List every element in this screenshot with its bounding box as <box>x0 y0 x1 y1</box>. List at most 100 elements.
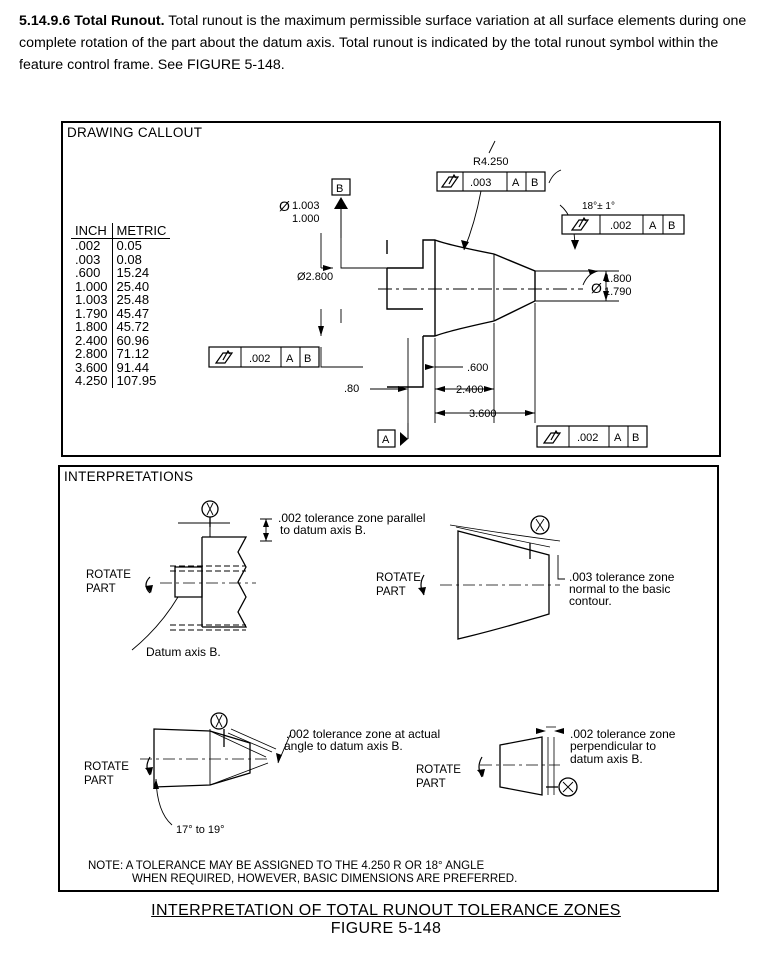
svg-text:PART: PART <box>376 586 406 598</box>
metric-value: 91.44 <box>116 359 150 375</box>
svg-text:PART: PART <box>84 775 114 787</box>
inch-value: 1.003 <box>71 293 113 307</box>
svg-text:A: A <box>286 353 294 365</box>
interp-title: INTERPRETATIONS <box>64 469 194 484</box>
svg-text:PART: PART <box>416 778 446 790</box>
angle-label: 18°± 1° <box>582 201 615 212</box>
svg-text:ROTATE: ROTATE <box>416 764 461 776</box>
note-line2: WHEN REQUIRED, HOWEVER, BASIC DIMENSIONS… <box>132 873 517 885</box>
inch-header: INCH <box>71 223 113 239</box>
total-runout-icon <box>440 173 460 188</box>
svg-text:ROTATE: ROTATE <box>376 572 421 584</box>
svg-text:B: B <box>668 220 675 232</box>
svg-text:A: A <box>614 432 622 444</box>
interp-drawing: ROTATE PART .002 tolerance zone parallel… <box>84 500 676 885</box>
svg-text:.002: .002 <box>610 220 631 232</box>
inch-value: 4.250 <box>71 374 113 388</box>
svg-text:Ø: Ø <box>279 198 290 214</box>
svg-text:PART: PART <box>86 583 116 595</box>
inch-value: .003 <box>71 252 113 266</box>
svg-text:.002: .002 <box>577 432 598 444</box>
metric-value: 25.48 <box>116 292 150 307</box>
inch-value: 1.790 <box>71 306 113 320</box>
dia-right-lower: 1.790 <box>604 286 632 298</box>
note1-line1: .002 tolerance zone parallel <box>278 511 425 525</box>
inch-value: 1.000 <box>71 279 113 293</box>
svg-text:.003: .003 <box>470 177 491 189</box>
intro-paragraph: 5.14.9.6 Total Runout. Total runout is t… <box>19 10 759 76</box>
metric-value: 45.72 <box>116 319 150 334</box>
svg-text:.002: .002 <box>249 353 270 365</box>
dia-small-upper: 1.003 <box>292 200 320 212</box>
note3-line2: angle to datum axis B. <box>284 739 403 753</box>
svg-text:B: B <box>304 353 311 365</box>
total-runout-icon <box>570 216 590 231</box>
datum-b-label: B <box>336 183 343 195</box>
dia-mid: Ø2.800 <box>297 271 333 283</box>
note2-line3: contour. <box>569 594 612 608</box>
note1-line2: to datum axis B. <box>280 523 366 537</box>
inch-value: 3.600 <box>71 360 113 374</box>
metric-header: METRIC <box>112 223 171 239</box>
note2-line2: normal to the basic <box>569 582 670 596</box>
note4-line1: .002 tolerance zone <box>570 727 676 741</box>
dia-small-lower: 1.000 <box>292 213 320 225</box>
svg-text:Ø: Ø <box>591 280 602 296</box>
callout-drawing: R4.250 Ø 1.003 1.000 Ø2.800 Ø 1.800 1.79… <box>208 140 685 448</box>
metric-value: 0.08 <box>116 251 142 267</box>
metric-value: 45.47 <box>116 305 150 321</box>
fcf-top: .003 A B <box>436 171 546 192</box>
metric-value: 60.96 <box>116 332 150 348</box>
inch-value: 2.800 <box>71 347 113 361</box>
inch-value: .002 <box>71 238 113 253</box>
fcf-left: .002 A B <box>208 346 320 368</box>
callout-title: DRAWING CALLOUT <box>67 125 203 140</box>
fcf-bottom: .002 A B <box>536 425 648 448</box>
angle-range: 17° to 19° <box>176 824 225 836</box>
note-line1: NOTE: A TOLERANCE MAY BE ASSIGNED TO THE… <box>88 860 485 872</box>
svg-text:B: B <box>632 432 639 444</box>
datum-a-triangle <box>400 432 408 446</box>
inch-value: 2.400 <box>71 333 113 347</box>
section-heading: 5.14.9.6 Total Runout. <box>19 13 165 29</box>
dim-080: .80 <box>344 383 359 395</box>
radius-label: R4.250 <box>473 156 508 168</box>
metric-value: 25.40 <box>116 278 150 294</box>
svg-text:A: A <box>649 220 657 232</box>
svg-text:ROTATE: ROTATE <box>84 761 129 773</box>
metric-value: 0.05 <box>116 238 142 253</box>
inch-value: .600 <box>71 266 113 280</box>
cone-outline <box>493 253 536 322</box>
dim-600: .600 <box>467 362 488 374</box>
total-runout-icon <box>214 349 234 364</box>
part-upper-outline <box>387 239 495 269</box>
svg-text:ROTATE: ROTATE <box>86 569 131 581</box>
datum-axis-label: Datum axis B. <box>146 645 221 659</box>
dim-3600: 3.600 <box>469 408 497 420</box>
figure-caption-title: INTERPRETATION OF TOTAL RUNOUT TOLERANCE… <box>151 902 621 919</box>
note2-line1: .003 tolerance zone <box>569 570 675 584</box>
datum-a-label: A <box>382 434 390 446</box>
note3-line1: .002 tolerance zone at actual <box>286 727 440 741</box>
total-runout-icon <box>542 429 562 444</box>
metric-value: 15.24 <box>116 265 150 280</box>
svg-text:B: B <box>531 177 538 189</box>
part-lower-outline <box>423 320 495 337</box>
note4-line3: datum axis B. <box>570 752 643 766</box>
section-body: Total runout is the maximum permissible … <box>19 13 747 73</box>
svg-text:A: A <box>512 177 520 189</box>
note4-line2: perpendicular to <box>570 739 656 753</box>
datum-axis-leader <box>131 596 179 651</box>
